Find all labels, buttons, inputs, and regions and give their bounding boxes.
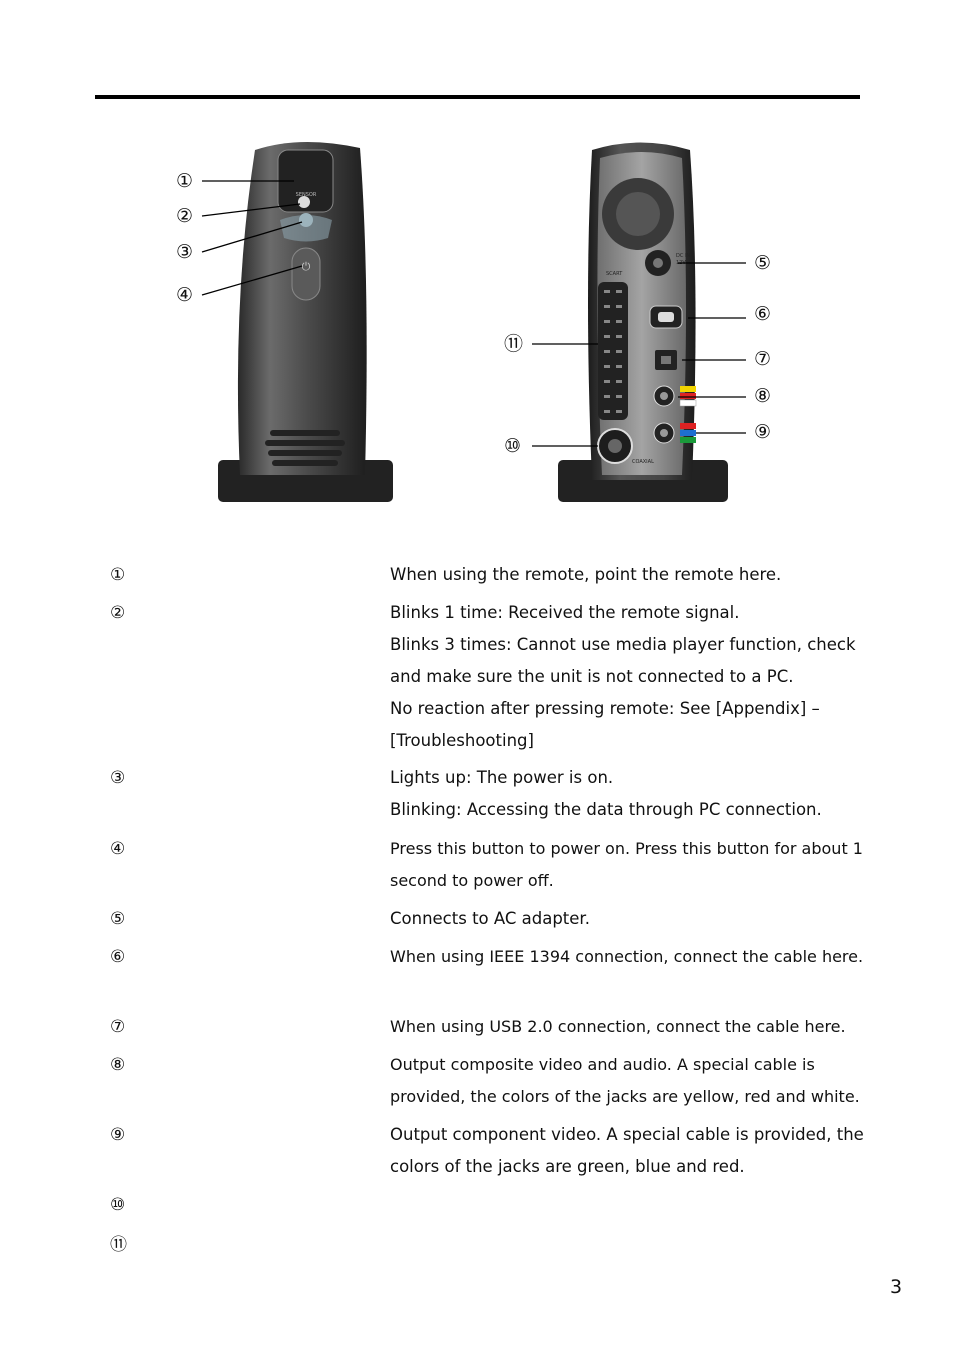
legend-number: ④ xyxy=(110,839,126,859)
description-line: Output composite video and audio. A spec… xyxy=(390,1055,815,1074)
description-line: Connects to AC adapter. xyxy=(390,909,590,928)
legend-number: ⑨ xyxy=(110,1125,126,1145)
back-callouts: ⑤ ⑥ ⑦ ⑧ ⑨ ⑩ ⑪ xyxy=(504,252,771,457)
power-icon: ⏻ xyxy=(302,260,311,273)
callout-5: ⑤ xyxy=(754,252,771,274)
led-panel xyxy=(280,215,332,242)
header-rule xyxy=(95,95,860,99)
device-illustration: SENSOR ⏻ ① ② ③ ④ DC IN 12V SCART xyxy=(176,141,771,502)
back-view: DC IN 12V SCART COAXIAL xyxy=(558,142,728,502)
coaxial-label: COAXIAL xyxy=(632,459,654,465)
callout-10: ⑩ xyxy=(504,435,521,457)
legend-number: ⑧ xyxy=(110,1055,126,1075)
sensor-label: SENSOR xyxy=(296,192,317,198)
description-line: When using USB 2.0 connection, connect t… xyxy=(390,1017,846,1036)
front-vent xyxy=(265,430,345,466)
callout-9: ⑨ xyxy=(754,421,771,443)
callout-1: ① xyxy=(176,170,193,192)
legend-description: When using IEEE 1394 connection, connect… xyxy=(390,941,870,973)
device-figure: SENSOR ⏻ ① ② ③ ④ DC IN 12V SCART xyxy=(160,130,810,520)
legend-number: ⑩ xyxy=(110,1195,126,1215)
video-color-tab xyxy=(680,386,696,392)
legend-number: ⑦ xyxy=(110,1017,126,1037)
front-view: SENSOR ⏻ xyxy=(218,141,393,502)
description-line: colors of the jacks are green, blue and … xyxy=(390,1157,745,1176)
front-body xyxy=(237,141,367,475)
remote-led xyxy=(298,196,310,208)
description-line: Press this button to power on. Press thi… xyxy=(390,839,863,858)
legend-description: When using the remote, point the remote … xyxy=(390,559,870,591)
description-line: No reaction after pressing remote: See [… xyxy=(390,699,820,718)
power-led xyxy=(299,213,313,227)
legend-description: When using USB 2.0 connection, connect t… xyxy=(390,1011,870,1043)
callout-8: ⑧ xyxy=(754,385,771,407)
legend-number: ③ xyxy=(110,768,126,788)
description-line: Blinking: Accessing the data through PC … xyxy=(390,800,822,819)
description-line: When using the remote, point the remote … xyxy=(390,565,782,584)
description-line: provided, the colors of the jacks are ye… xyxy=(390,1087,860,1106)
description-line: second to power off. xyxy=(390,871,554,890)
legend-description: Lights up: The power is on. Blinking: Ac… xyxy=(390,762,870,826)
pb-color-tab xyxy=(680,430,696,436)
description-line: Output component video. A special cable … xyxy=(390,1125,864,1144)
legend-number: ① xyxy=(110,565,126,585)
description-line: Blinks 3 times: Cannot use media player … xyxy=(390,635,856,654)
y-color-tab xyxy=(680,437,696,443)
legend-number: ⑤ xyxy=(110,909,126,929)
left-audio-color-tab xyxy=(679,399,697,407)
callout-4: ④ xyxy=(176,284,193,306)
description-line: Blinks 1 time: Received the remote signa… xyxy=(390,603,740,622)
description-line: When using IEEE 1394 connection, connect… xyxy=(390,947,864,966)
legend-description: Output component video. A special cable … xyxy=(390,1119,870,1183)
callout-11: ⑪ xyxy=(504,333,523,355)
legend-number: ⑥ xyxy=(110,947,126,967)
power-button xyxy=(291,247,321,301)
dc-in-label: DC IN xyxy=(676,253,690,259)
legend-description: Press this button to power on. Press thi… xyxy=(390,833,870,897)
scart-port xyxy=(598,282,628,420)
right-audio-color-tab xyxy=(680,393,696,399)
page-number: 3 xyxy=(890,1276,903,1298)
description-line: and make sure the unit is not connected … xyxy=(390,667,794,686)
pr-color-tab xyxy=(680,423,696,429)
callout-2: ② xyxy=(176,205,193,227)
scart-pins xyxy=(604,290,622,413)
scart-label: SCART xyxy=(606,271,623,277)
callout-7: ⑦ xyxy=(754,348,771,370)
legend-description: Output composite video and audio. A spec… xyxy=(390,1049,870,1113)
legend-description: Blinks 1 time: Received the remote signa… xyxy=(390,597,870,757)
legend-description: Connects to AC adapter. xyxy=(390,903,870,935)
fan-hub xyxy=(616,192,660,236)
legend-number: ⑪ xyxy=(110,1235,127,1255)
description-line: [Troubleshooting] xyxy=(390,731,534,750)
description-line: Lights up: The power is on. xyxy=(390,768,614,787)
legend-number: ② xyxy=(110,603,126,623)
callout-6: ⑥ xyxy=(754,303,771,325)
callout-3: ③ xyxy=(176,241,193,263)
front-callouts: ① ② ③ ④ xyxy=(176,170,303,306)
